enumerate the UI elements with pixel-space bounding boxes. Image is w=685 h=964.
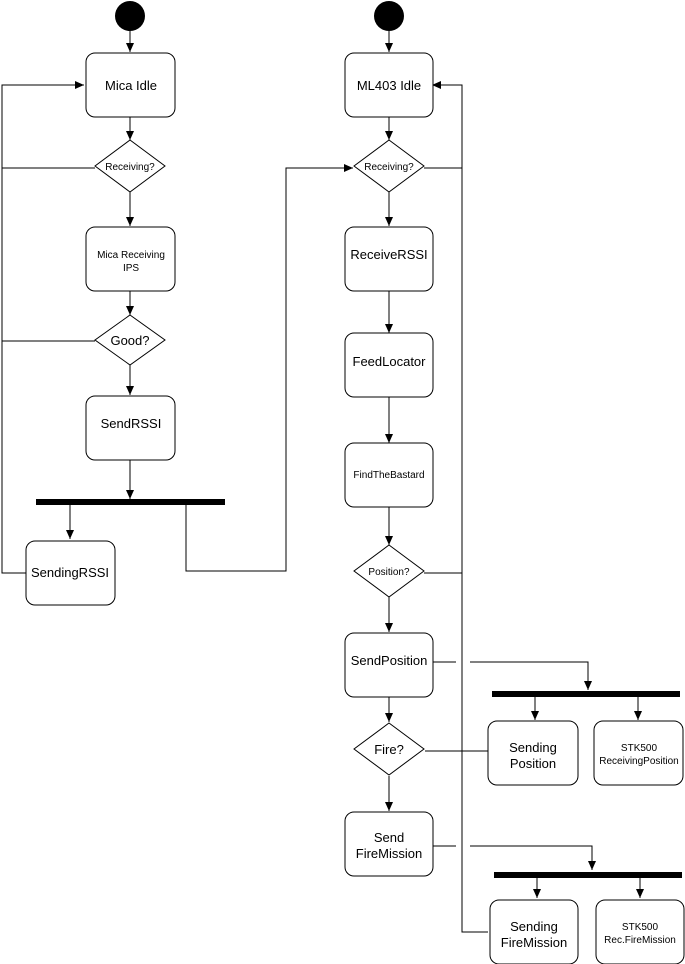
start-node-ml403 bbox=[374, 1, 404, 31]
connectors bbox=[1, 31, 644, 933]
node-ml403-idle bbox=[344, 52, 434, 118]
label-receive-rssi: ReceiveRSSI bbox=[350, 247, 427, 262]
label-mica-idle: Mica Idle bbox=[105, 78, 157, 93]
node-mica-receiving-ips bbox=[85, 226, 176, 292]
label-mica-receiving-q: Receiving? bbox=[105, 162, 155, 173]
node-stk500-rec-fire-mission bbox=[595, 899, 685, 964]
node-find-the-bastard bbox=[344, 442, 434, 508]
fork-bar-position bbox=[492, 691, 680, 697]
label-send-rssi: SendRSSI bbox=[101, 416, 162, 431]
decision-ml403-receiving bbox=[353, 139, 425, 193]
label-send-fire-mission-1: Send bbox=[374, 830, 404, 845]
label-position-q: Position? bbox=[368, 567, 410, 578]
node-stk500-receiving-position bbox=[593, 720, 684, 786]
node-send-position bbox=[344, 632, 434, 698]
start-node-mica bbox=[115, 1, 145, 31]
label-sending-position-1: Sending bbox=[509, 740, 557, 755]
node-mica-idle bbox=[85, 52, 176, 118]
node-receive-rssi bbox=[344, 226, 434, 292]
node-sending-position bbox=[487, 720, 579, 786]
node-send-fire-mission bbox=[344, 811, 434, 877]
decision-position bbox=[353, 544, 425, 598]
node-feed-locator bbox=[344, 332, 434, 398]
label-ml403-receiving-q: Receiving? bbox=[364, 162, 414, 173]
label-sending-fire-mission-1: Sending bbox=[510, 919, 558, 934]
label-mica-receiving-ips-1: Mica Receiving bbox=[97, 250, 165, 261]
fork-bar-firemission bbox=[494, 872, 682, 878]
label-feed-locator: FeedLocator bbox=[353, 354, 427, 369]
decision-fire bbox=[353, 722, 425, 776]
fork-bar-mica bbox=[36, 499, 225, 505]
label-ml403-idle: ML403 Idle bbox=[357, 78, 421, 93]
label-stk500-rec-fire-mission-1: STK500 bbox=[622, 922, 659, 933]
label-send-position: SendPosition bbox=[351, 653, 428, 668]
label-good-q: Good? bbox=[110, 333, 149, 348]
label-send-fire-mission-2: FireMission bbox=[356, 846, 422, 861]
label-sending-rssi: SendingRSSI bbox=[31, 565, 109, 580]
node-sending-fire-mission bbox=[489, 899, 579, 964]
label-stk500-receiving-position-1: STK500 bbox=[621, 743, 658, 754]
label-sending-fire-mission-2: FireMission bbox=[501, 935, 567, 950]
node-sending-rssi bbox=[25, 540, 116, 606]
label-stk500-receiving-position-2: ReceivingPosition bbox=[599, 756, 679, 767]
label-mica-receiving-ips-2: IPS bbox=[123, 263, 139, 274]
label-find-the-bastard: FindTheBastard bbox=[353, 470, 424, 481]
node-send-rssi bbox=[85, 395, 176, 461]
decision-mica-receiving bbox=[94, 139, 166, 193]
label-sending-position-2: Position bbox=[510, 756, 556, 771]
label-fire-q: Fire? bbox=[374, 742, 404, 757]
decision-good bbox=[94, 314, 166, 366]
label-stk500-rec-fire-mission-2: Rec.FireMission bbox=[604, 935, 676, 946]
